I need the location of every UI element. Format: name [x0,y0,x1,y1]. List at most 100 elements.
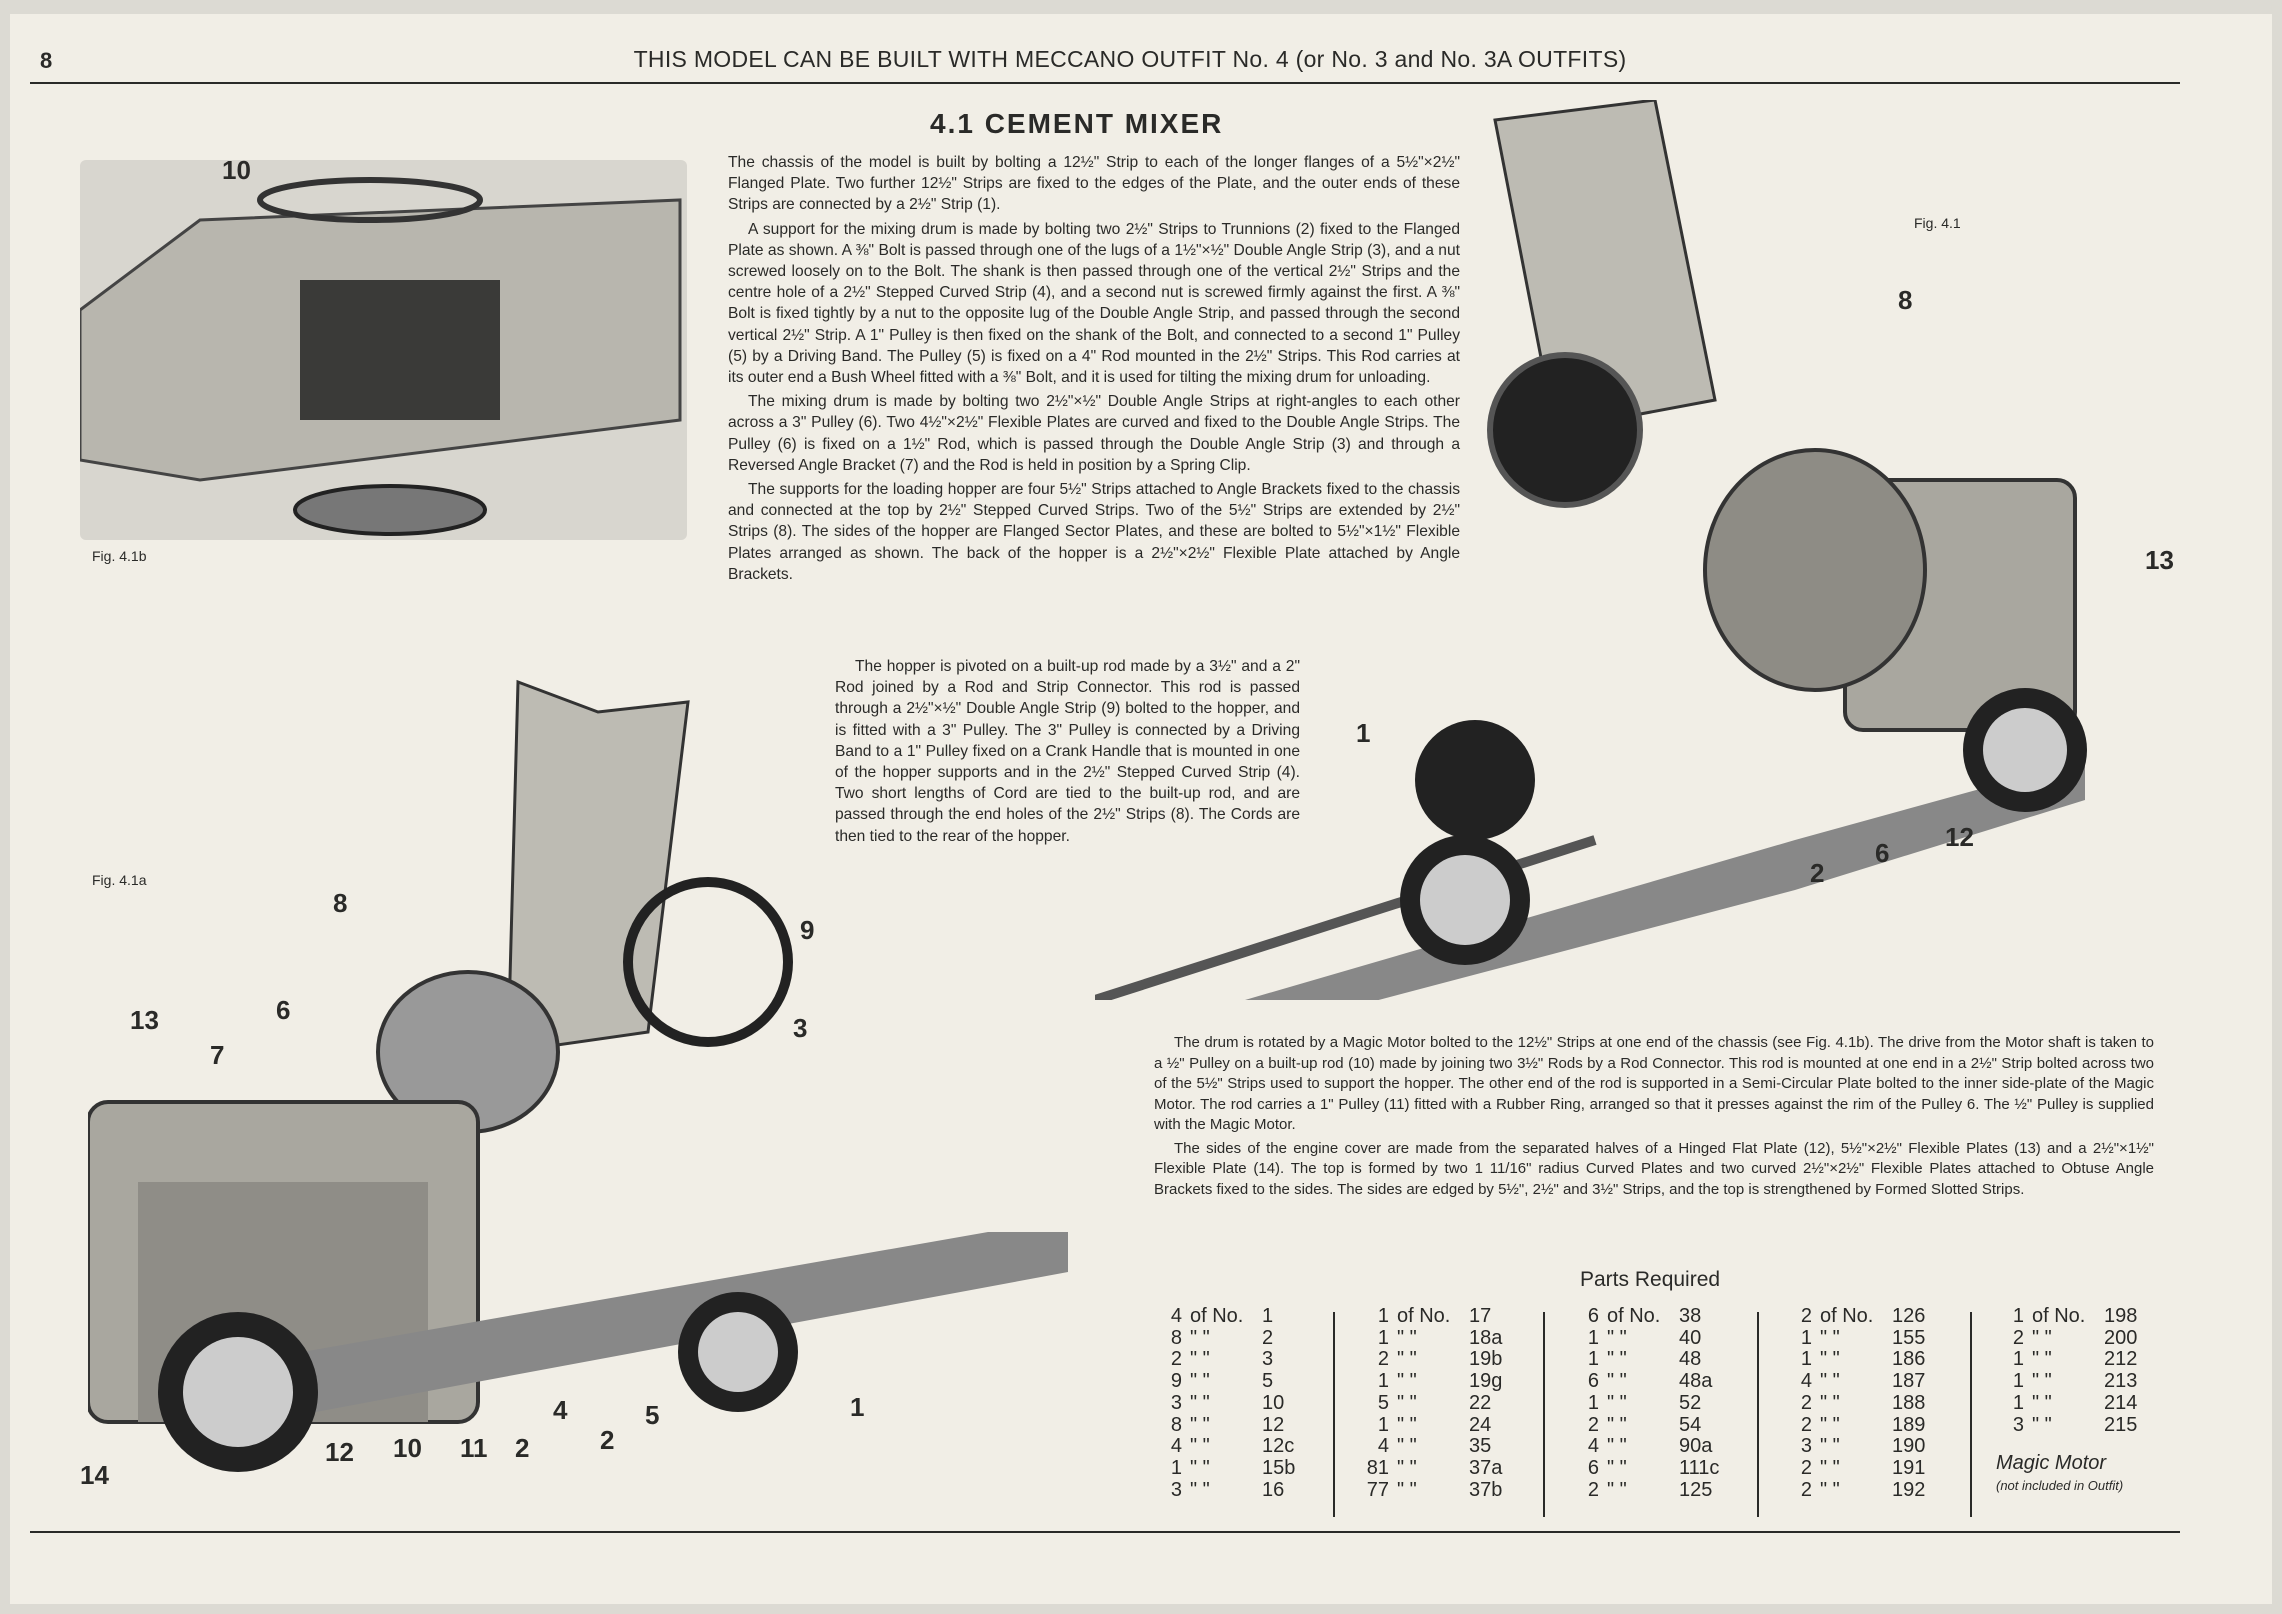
parts-row: 8" "2 [1148,1326,1312,1350]
parts-quantity: 1 [1377,1305,1389,1327]
parts-quantity: 1 [1587,1326,1599,1349]
parts-label: " " [1190,1435,1210,1458]
description-text: The chassis of the model is built by bol… [728,152,1460,585]
parts-row: 1" "48 [1565,1349,1729,1371]
figure-label-4-1b: Fig. 4.1b [92,548,147,564]
parts-label: of No. [1397,1305,1451,1327]
parts-quantity: 2 [1587,1478,1599,1501]
parts-quantity: 77 [1366,1478,1389,1501]
parts-number: 54 [1679,1413,1702,1436]
parts-quantity: 9 [1170,1370,1182,1393]
callout-12: 12 [1945,822,1974,852]
page-number: 8 [40,48,53,73]
parts-row: 3" "190 [1778,1436,1942,1458]
parts-quantity: 6 [1587,1370,1599,1393]
parts-number: 5 [1262,1370,1274,1393]
parts-row: 1" "155 [1778,1326,1942,1350]
parts-number: 214 [2104,1391,2138,1414]
parts-label: of No. [1190,1305,1244,1327]
parts-label: " " [1607,1478,1627,1501]
parts-row: 4 " " 35 [1355,1436,1519,1458]
parts-number: 17 [1469,1305,1492,1327]
callout-6: 6 [1875,838,1890,868]
parts-quantity: 2 [1170,1348,1182,1371]
parts-number: 40 [1679,1326,1702,1349]
callout-2: 2 [600,1425,615,1455]
parts-row: 2" "188 [1778,1391,1942,1415]
parts-row: 1" "19g [1355,1370,1519,1393]
parts-number: 35 [1469,1435,1492,1458]
parts-number: 37b [1469,1478,1503,1501]
parts-quantity: 4 [1800,1370,1812,1393]
parts-label: " " [1820,1478,1840,1501]
parts-number: 190 [1892,1435,1926,1458]
parts-number: 191 [1892,1456,1926,1479]
callout-14: 14 [80,1460,109,1490]
parts-row: 2" "3 [1148,1349,1312,1371]
callout-2: 2 [1810,858,1825,888]
parts-number: 19b [1469,1348,1503,1371]
parts-number: 155 [1892,1326,1926,1349]
paragraph: The supports for the loading hopper are … [728,481,1460,583]
parts-number: 200 [2104,1326,2138,1349]
parts-quantity: 8 [1170,1326,1182,1349]
parts-quantity: 2 [1377,1348,1389,1371]
parts-label: " " [1397,1413,1417,1436]
parts-number: 186 [1892,1348,1926,1371]
paragraph: The chassis of the model is built by bol… [728,154,1460,214]
parts-label: " " [2032,1326,2052,1349]
parts-label: " " [1397,1391,1417,1414]
parts-label: of No. [2032,1305,2086,1327]
parts-label: " " [1397,1326,1417,1349]
footer-rule [30,1531,2180,1533]
parts-number: 188 [1892,1391,1926,1414]
parts-label: " " [2032,1348,2052,1371]
figure-label-4-1a: Fig. 4.1a [92,872,147,888]
column-divider [1543,1312,1545,1517]
callout-5: 5 [645,1400,660,1430]
parts-row: 1" "40 [1565,1326,1729,1350]
paragraph: The mixing drum is made by bolting two 2… [728,393,1460,474]
parts-quantity: 81 [1366,1456,1389,1479]
figure-4-1a-photo [88,672,1080,1490]
parts-quantity: 4 [1377,1435,1389,1458]
parts-quantity: 2 [1800,1478,1812,1501]
parts-row: 1" "24 [1355,1413,1519,1437]
parts-quantity: 3 [1170,1478,1182,1501]
paragraph: A support for the mixing drum is made by… [728,220,1460,387]
parts-quantity: 1 [1800,1348,1812,1371]
parts-number: 125 [1679,1478,1713,1501]
parts-label: " " [1607,1370,1627,1393]
running-head: THIS MODEL CAN BE BUILT WITH MECCANO OUT… [633,46,1627,72]
parts-label: " " [1397,1435,1417,1458]
magic-motor-note: Magic Motor [1996,1452,2107,1474]
paragraph: The hopper is pivoted on a built-up rod … [835,658,1300,845]
parts-quantity: 1 [1377,1370,1389,1393]
parts-quantity: 2 [2012,1326,2024,1349]
column-divider [1757,1312,1759,1517]
column-divider [1333,1312,1335,1517]
parts-quantity: 1 [1587,1348,1599,1371]
parts-number: 215 [2104,1413,2138,1436]
parts-number: 212 [2104,1348,2138,1371]
parts-label: " " [1190,1413,1210,1436]
hopper-text: The hopper is pivoted on a built-up rod … [835,656,1300,847]
parts-row: 81" "37a [1355,1456,1519,1480]
parts-quantity: 4 [1170,1305,1182,1327]
parts-label: of No. [1607,1305,1661,1327]
parts-label: " " [1190,1456,1210,1479]
parts-quantity: 6 [1587,1305,1599,1327]
parts-number: 15b [1262,1456,1296,1479]
parts-row: 2" "192 [1778,1478,1942,1502]
parts-label: " " [1607,1348,1627,1371]
parts-label: " " [1607,1435,1627,1458]
parts-quantity: 1 [2012,1348,2024,1371]
parts-number: 18a [1469,1326,1503,1349]
parts-quantity: 1 [1800,1326,1812,1349]
parts-number: 213 [2104,1370,2138,1393]
